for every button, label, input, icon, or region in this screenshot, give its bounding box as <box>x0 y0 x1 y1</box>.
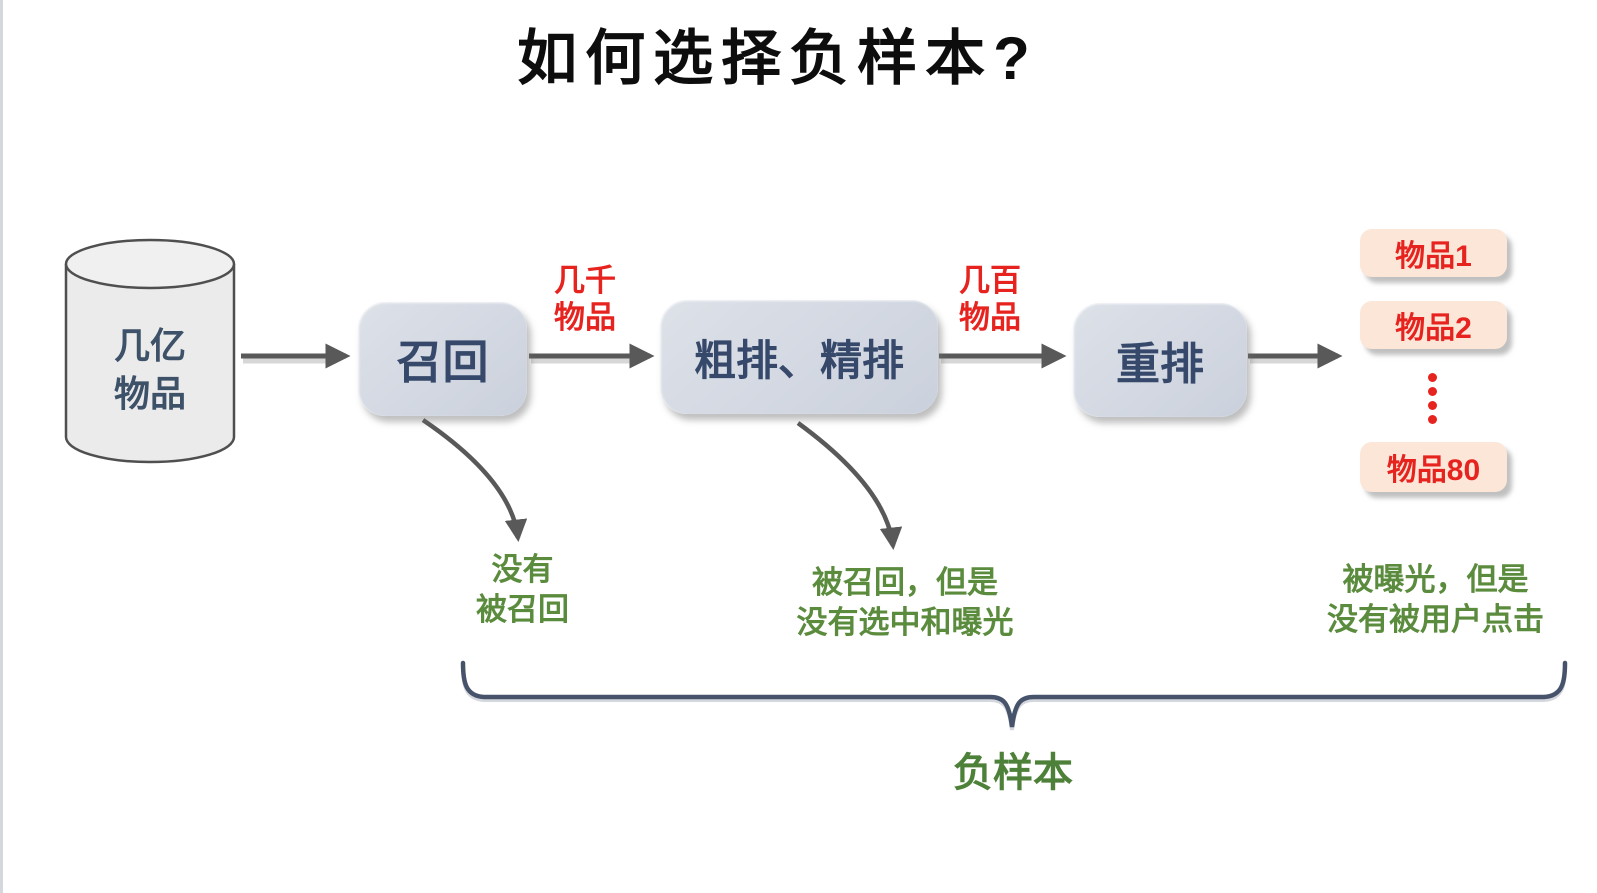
source-items-line2: 物品 <box>113 373 186 414</box>
stage-box-recall: 召回 <box>358 302 527 416</box>
note-exposed-not-clicked-line2: 没有被用户点击 <box>1327 602 1544 637</box>
source-items-line1: 几亿 <box>113 325 186 366</box>
negative-samples-brace <box>460 660 1568 728</box>
items-database-cylinder <box>64 238 236 464</box>
note-recalled-not-exposed-line2: 没有选中和曝光 <box>796 605 1014 640</box>
arrow-rank-dropout <box>796 421 903 551</box>
flow-volume-thousands-line1: 几千 <box>554 263 616 298</box>
output-item-2-label: 物品2 <box>1395 312 1472 345</box>
negative-samples-brace-shadow <box>461 664 1567 731</box>
note-exposed-not-clicked: 被曝光，但是 没有被用户点击 <box>1283 560 1588 640</box>
source-items-label: 几亿 物品 <box>75 322 225 418</box>
stage-box-coarse-fine-rank: 粗排、精排 <box>660 300 938 414</box>
output-item-chip-80: 物品80 <box>1360 442 1507 492</box>
stage-label-rerank: 重排 <box>1116 340 1204 389</box>
stage-label-recall: 召回 <box>396 336 489 388</box>
flow-volume-hundreds-line2: 物品 <box>959 300 1021 335</box>
note-recalled-not-exposed: 被召回，但是 没有选中和曝光 <box>750 563 1060 643</box>
negative-samples-caption: 负样本 <box>953 751 1073 795</box>
note-not-recalled-line2: 被召回 <box>476 592 569 627</box>
output-item-80-label: 物品80 <box>1386 454 1481 487</box>
page-title: 如何选择负样本? <box>517 25 1038 92</box>
note-recalled-not-exposed-line1: 被召回，但是 <box>812 565 998 600</box>
flow-volume-label-hundreds: 几百 物品 <box>930 262 1050 336</box>
stage-box-rerank: 重排 <box>1073 303 1247 417</box>
output-item-1-label: 物品1 <box>1395 240 1472 273</box>
window-edge-strip <box>0 0 3 893</box>
note-not-recalled-line1: 没有 <box>491 552 554 587</box>
note-not-recalled: 没有 被召回 <box>425 550 620 630</box>
output-item-chip-2: 物品2 <box>1360 301 1507 349</box>
dropout-arrows <box>421 418 903 551</box>
output-item-chip-1: 物品1 <box>1360 229 1507 277</box>
arrow-recall-dropout <box>421 418 528 543</box>
flow-volume-hundreds-line1: 几百 <box>959 263 1021 298</box>
flow-volume-label-thousands: 几千 物品 <box>525 262 645 336</box>
vertical-ellipsis-dots-icon <box>1427 373 1437 424</box>
flow-volume-thousands-line2: 物品 <box>554 300 616 335</box>
stage-label-coarse-fine-rank: 粗排、精排 <box>693 336 904 384</box>
note-exposed-not-clicked-line1: 被曝光，但是 <box>1342 562 1529 597</box>
